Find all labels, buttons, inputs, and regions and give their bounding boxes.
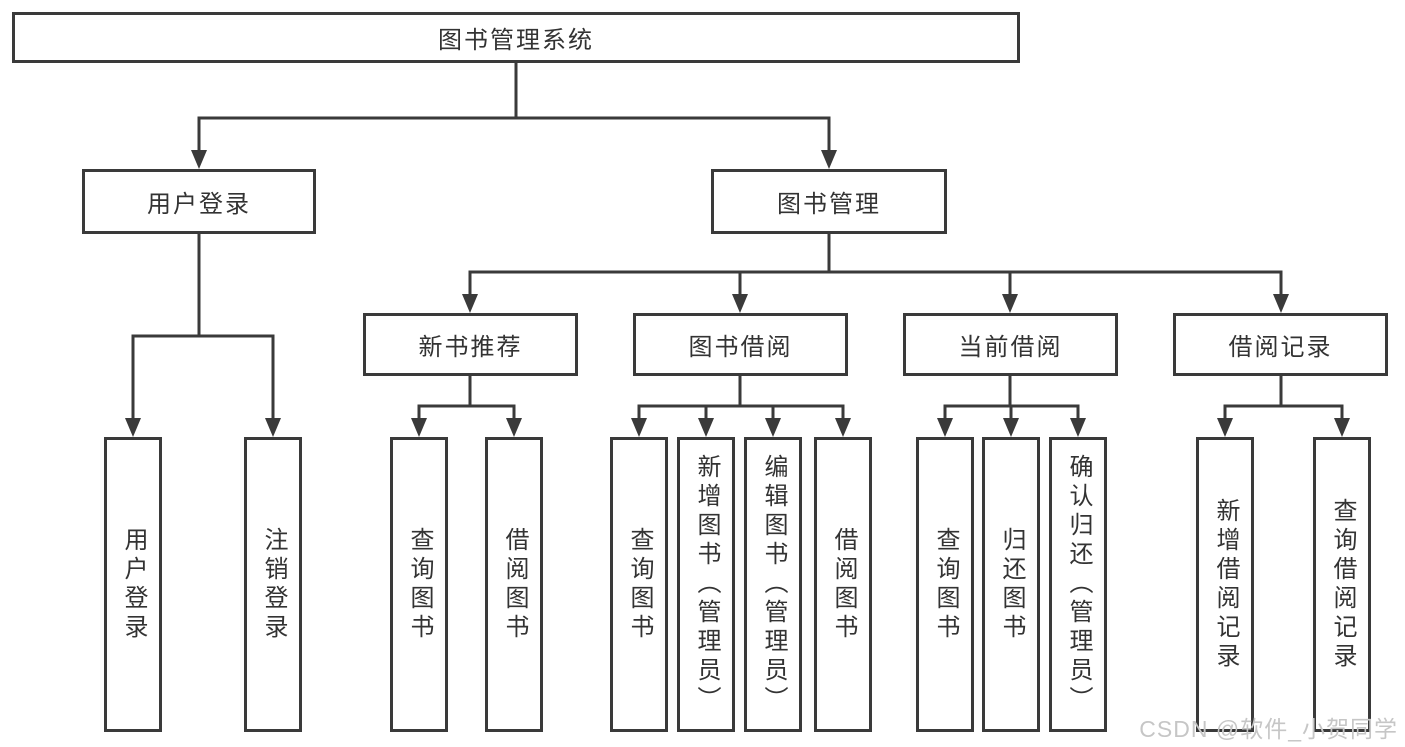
node-user-login: 用户登录 <box>82 169 316 234</box>
node-borrow-records-label: 借阅记录 <box>1228 334 1333 361</box>
leaf-query-books-recommend-label: 查询图书 <box>406 526 433 643</box>
leaf-borrow-books-recommend-label: 借阅图书 <box>501 526 528 643</box>
node-book-borrow: 图书借阅 <box>633 313 848 376</box>
leaf-query-books-borrow: 查询图书 <box>610 437 668 732</box>
node-book-management-label: 图书管理 <box>777 191 881 218</box>
node-new-book-recommend: 新书推荐 <box>363 313 578 376</box>
leaf-borrow-books-borrow: 借阅图书 <box>814 437 872 732</box>
leaf-query-borrow-record: 查询借阅记录 <box>1313 437 1371 732</box>
leaf-query-books-current: 查询图书 <box>916 437 974 732</box>
node-root-label: 图书管理系统 <box>438 27 594 54</box>
leaf-logout-login-label: 注销登录 <box>260 526 287 643</box>
leaf-borrow-books-recommend: 借阅图书 <box>485 437 543 732</box>
node-current-borrow-label: 当前借阅 <box>958 334 1063 361</box>
leaf-confirm-return-admin: 确认归还（管理员） <box>1049 437 1107 732</box>
leaf-return-books-label: 归还图书 <box>998 526 1025 643</box>
leaf-add-books-admin: 新增图书（管理员） <box>677 437 735 732</box>
leaf-return-books: 归还图书 <box>982 437 1040 732</box>
leaf-logout-login: 注销登录 <box>244 437 302 732</box>
leaf-query-books-borrow-label: 查询图书 <box>626 526 653 643</box>
leaf-confirm-return-admin-label: 确认归还（管理员） <box>1065 454 1092 715</box>
node-new-book-recommend-label: 新书推荐 <box>418 334 523 361</box>
leaf-edit-books-admin: 编辑图书（管理员） <box>744 437 802 732</box>
node-book-management: 图书管理 <box>711 169 947 234</box>
node-root-system: 图书管理系统 <box>12 12 1020 63</box>
node-current-borrow: 当前借阅 <box>903 313 1118 376</box>
leaf-edit-books-admin-label: 编辑图书（管理员） <box>760 454 787 715</box>
node-book-borrow-label: 图书借阅 <box>688 334 793 361</box>
node-user-login-label: 用户登录 <box>147 191 251 218</box>
leaf-add-books-admin-label: 新增图书（管理员） <box>693 454 720 715</box>
leaf-borrow-books-borrow-label: 借阅图书 <box>830 526 857 643</box>
leaf-add-borrow-record-label: 新增借阅记录 <box>1212 497 1239 672</box>
node-borrow-records: 借阅记录 <box>1173 313 1388 376</box>
leaf-query-books-current-label: 查询图书 <box>932 526 959 643</box>
leaf-user-login: 用户登录 <box>104 437 162 732</box>
arrowheads <box>125 150 1350 437</box>
leaf-query-borrow-record-label: 查询借阅记录 <box>1329 497 1356 672</box>
csdn-watermark: CSDN @软件_小贺同学 <box>1139 716 1398 742</box>
leaf-user-login-label: 用户登录 <box>120 526 147 643</box>
leaf-query-books-recommend: 查询图书 <box>390 437 448 732</box>
leaf-add-borrow-record: 新增借阅记录 <box>1196 437 1254 732</box>
